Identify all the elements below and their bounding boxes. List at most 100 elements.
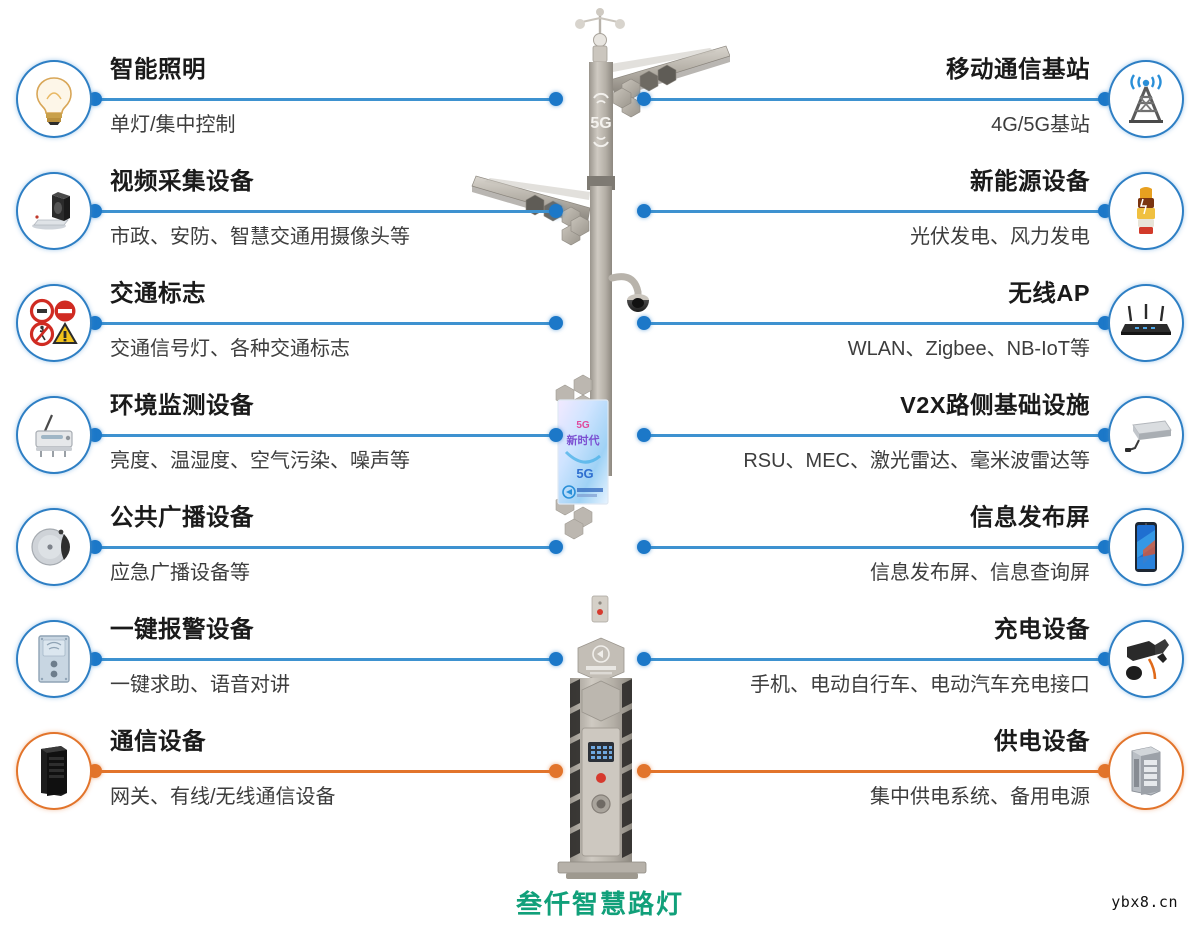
- hex-panel-cluster-upper: [612, 64, 677, 118]
- svg-text:5G: 5G: [576, 420, 590, 431]
- connector-dot-far: [549, 764, 563, 778]
- pole-brand-collar: [577, 637, 625, 683]
- connector-line: [643, 98, 1108, 102]
- feature-row-power-supply[interactable]: 供电设备 集中供电系统、备用电源: [637, 714, 1186, 826]
- feature-title: 充电设备: [994, 616, 1090, 642]
- svg-text:新时代: 新时代: [567, 433, 600, 447]
- feature-title: 信息发布屏: [970, 504, 1090, 530]
- emergency-call-icon: [16, 620, 92, 698]
- connector-dot-far: [549, 316, 563, 330]
- connector-dot-far: [549, 204, 563, 218]
- connector-line: [643, 546, 1108, 550]
- weather-sensor-icon: [575, 8, 625, 69]
- pole-base-column: [570, 678, 632, 864]
- ev-charger-icon: [1108, 620, 1184, 698]
- feature-title: 交通标志: [110, 280, 206, 306]
- connector-dot-far: [637, 316, 651, 330]
- connector-dot-far: [637, 540, 651, 554]
- feature-desc: WLAN、Zigbee、NB-IoT等: [847, 338, 1090, 360]
- feature-desc: 应急广播设备等: [110, 562, 250, 584]
- wireless-router-icon: [1108, 284, 1184, 362]
- connector-dot-far: [549, 540, 563, 554]
- traffic-signs-icon: [16, 284, 92, 362]
- feature-desc: 交通信号灯、各种交通标志: [110, 338, 350, 360]
- connector-dot-far: [637, 204, 651, 218]
- feature-row-info-display[interactable]: 信息发布屏 信息发布屏、信息查询屏: [637, 490, 1186, 602]
- network-cabinet-icon: [16, 732, 92, 810]
- connector-dot-far: [549, 428, 563, 442]
- feature-desc: 一键求助、语音对讲: [110, 674, 290, 696]
- feature-title: 移动通信基站: [946, 56, 1090, 82]
- feature-desc: RSU、MEC、激光雷达、毫米波雷达等: [743, 450, 1090, 472]
- pole-upper-shaft: [589, 62, 613, 182]
- feature-row-video-capture[interactable]: 视频采集设备 市政、安防、智慧交通用摄像头等: [14, 154, 563, 266]
- feature-row-public-broadcast[interactable]: 公共广播设备 应急广播设备等: [14, 490, 563, 602]
- feature-desc: 亮度、温湿度、空气污染、噪声等: [110, 450, 410, 472]
- emergency-button-icon: [596, 773, 606, 783]
- connector-line: [643, 210, 1108, 214]
- feature-title: 供电设备: [994, 728, 1090, 754]
- feature-title: V2X路侧基础设施: [900, 392, 1090, 418]
- feature-title: 无线AP: [1008, 280, 1090, 306]
- feature-desc: 信息发布屏、信息查询屏: [870, 562, 1090, 584]
- connector-dot-far: [549, 652, 563, 666]
- cell-tower-icon: [1108, 60, 1184, 138]
- site-watermark: ybx8.cn: [1111, 893, 1178, 911]
- connector-dot-far: [637, 652, 651, 666]
- feature-row-mobile-base-station[interactable]: 移动通信基站 4G/5G基站: [637, 42, 1186, 154]
- feature-title: 视频采集设备: [110, 168, 254, 194]
- connector-line: [92, 322, 557, 326]
- feature-row-env-monitoring[interactable]: 环境监测设备 亮度、温湿度、空气污染、噪声等: [14, 378, 563, 490]
- connector-line: [92, 770, 557, 774]
- feature-row-smart-lighting[interactable]: 智能照明 单灯/集中控制: [14, 42, 563, 154]
- led-display-screen: 5G 新时代 5G: [555, 374, 609, 540]
- diagram-caption: 叁仟智慧路灯: [515, 889, 684, 919]
- feature-title: 通信设备: [110, 728, 206, 754]
- connector-dot-far: [637, 428, 651, 442]
- ptz-camera-icon: [608, 273, 649, 312]
- feature-desc: 网关、有线/无线通信设备: [110, 786, 336, 808]
- connector-line: [643, 322, 1108, 326]
- env-sensor-icon: [16, 396, 92, 474]
- connector-dot-far: [549, 92, 563, 106]
- feature-title: 新能源设备: [970, 168, 1090, 194]
- connector-line: [92, 98, 557, 102]
- power-cabinet-icon: [1108, 732, 1184, 810]
- feature-desc: 市政、安防、智慧交通用摄像头等: [110, 226, 410, 248]
- loudspeaker-icon: [16, 508, 92, 586]
- feature-row-communication-equipment[interactable]: 通信设备 网关、有线/无线通信设备: [14, 714, 563, 826]
- video-camera-icon: [16, 172, 92, 250]
- feature-row-wireless-ap[interactable]: 无线AP WLAN、Zigbee、NB-IoT等: [637, 266, 1186, 378]
- connector-dot-far: [637, 764, 651, 778]
- connector-line: [643, 658, 1108, 662]
- feature-desc: 手机、电动自行车、电动汽车充电接口: [750, 674, 1090, 696]
- feature-title: 智能照明: [110, 56, 206, 82]
- feature-title: 一键报警设备: [110, 616, 254, 642]
- rsu-roadside-unit-icon: [1108, 396, 1184, 474]
- feature-desc: 单灯/集中控制: [110, 114, 236, 136]
- svg-text:5G: 5G: [590, 115, 611, 132]
- feature-row-v2x-roadside[interactable]: V2X路侧基础设施 RSU、MEC、激光雷达、毫米波雷达等: [637, 378, 1186, 490]
- feature-row-emergency-call[interactable]: 一键报警设备 一键求助、语音对讲: [14, 602, 563, 714]
- new-energy-icon: [1108, 172, 1184, 250]
- pole-base-plate: [557, 861, 647, 874]
- connector-line: [643, 770, 1108, 774]
- connector-line: [92, 546, 557, 550]
- svg-text:5G: 5G: [576, 466, 593, 481]
- connector-line: [92, 210, 557, 214]
- connector-line: [643, 434, 1108, 438]
- feature-title: 环境监测设备: [110, 392, 254, 418]
- info-display-icon: [1108, 508, 1184, 586]
- feature-row-new-energy[interactable]: 新能源设备 光伏发电、风力发电: [637, 154, 1186, 266]
- feature-desc: 光伏发电、风力发电: [910, 226, 1090, 248]
- feature-title: 公共广播设备: [110, 504, 254, 530]
- feature-row-charging-equipment[interactable]: 充电设备 手机、电动自行车、电动汽车充电接口: [637, 602, 1186, 714]
- feature-row-traffic-signs[interactable]: 交通标志 交通信号灯、各种交通标志: [14, 266, 563, 378]
- feature-desc: 集中供电系统、备用电源: [870, 786, 1090, 808]
- connector-dot-far: [637, 92, 651, 106]
- connector-line: [92, 434, 557, 438]
- light-bulb-icon: [16, 60, 92, 138]
- feature-desc: 4G/5G基站: [991, 114, 1090, 136]
- connector-line: [92, 658, 557, 662]
